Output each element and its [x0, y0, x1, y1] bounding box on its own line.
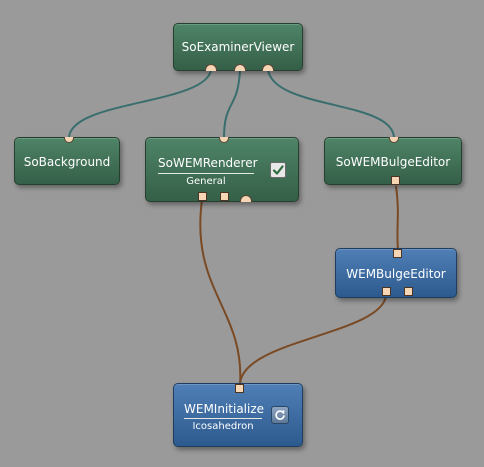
node-title: WEMBulgeEditor — [346, 267, 446, 281]
node-title: SoWEMRenderer — [158, 156, 258, 170]
input-port[interactable] — [393, 249, 402, 258]
connection-renderer-initialize[interactable] — [199, 199, 242, 386]
output-port[interactable] — [234, 64, 246, 71]
output-port[interactable] — [404, 287, 413, 296]
node-title: SoBackground — [23, 155, 111, 169]
output-port[interactable] — [262, 64, 274, 71]
output-port[interactable] — [382, 287, 391, 296]
connection-bulge-editors[interactable] — [395, 185, 399, 251]
checkbox[interactable] — [270, 162, 286, 178]
node-title: SoWEMBulgeEditor — [335, 155, 451, 169]
connection-viewer-background[interactable] — [68, 69, 212, 139]
input-port[interactable] — [389, 137, 399, 143]
node-title: WEMInitialize — [184, 402, 265, 416]
node-so-wem-renderer[interactable]: SoWEMRenderer General — [145, 137, 299, 202]
output-port[interactable] — [391, 176, 400, 185]
input-port[interactable] — [64, 137, 74, 143]
node-title: SoExaminerViewer — [181, 40, 295, 54]
connection-viewer-bulge-editor[interactable] — [267, 69, 395, 139]
output-port[interactable] — [198, 192, 207, 201]
input-port[interactable] — [219, 137, 229, 143]
node-subtitle: General — [158, 173, 254, 188]
node-subtitle: Icosahedron — [184, 418, 262, 433]
refresh-button[interactable] — [271, 406, 289, 424]
node-so-background[interactable]: SoBackground — [14, 137, 120, 185]
connection-bulge-initialize[interactable] — [239, 295, 387, 386]
refresh-icon — [275, 410, 285, 420]
input-port[interactable] — [235, 384, 244, 393]
node-wem-initialize[interactable]: WEMInitialize Icosahedron — [173, 383, 303, 447]
output-port[interactable] — [220, 192, 229, 201]
connection-viewer-renderer[interactable] — [223, 69, 241, 139]
checkmark-icon — [272, 165, 284, 175]
output-port[interactable] — [205, 64, 217, 71]
output-port[interactable] — [240, 195, 252, 202]
